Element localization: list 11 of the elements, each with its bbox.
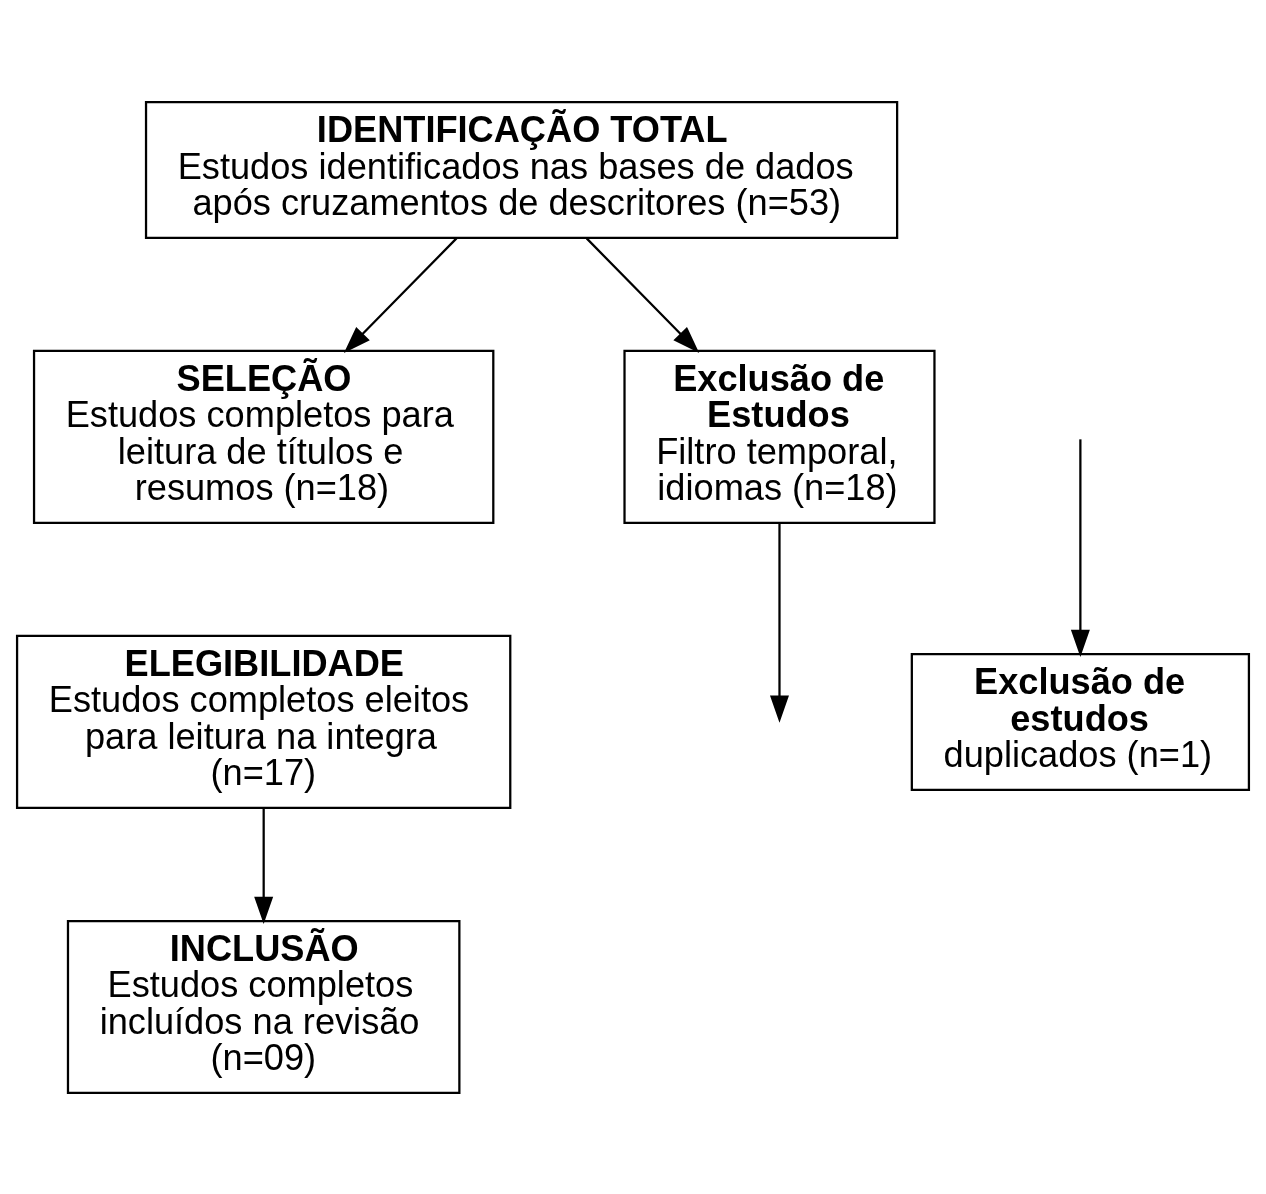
- node-box: Exclusão de estudos duplicados (n=1): [910, 652, 1251, 791]
- arrow: [585, 237, 700, 353]
- node-box: INCLUSÃO Estudos completos incluídos na revisão (n=09): [66, 919, 461, 1094]
- node-box: SELEÇÃO Estudos completos para leitura de títulos e resumos (n=18): [32, 349, 495, 524]
- arrow: [343, 237, 458, 353]
- arrow: [769, 522, 789, 723]
- node-box: Exclusão de Estudos Filtro temporal, idiomas (n=18): [623, 349, 936, 524]
- arrow: [1070, 438, 1090, 657]
- node-box: IDENTIFICAÇÃO TOTAL Estudos identificados nas bases de dados após cruzamentos de descritores (n=53): [144, 100, 899, 239]
- arrow: [254, 807, 274, 924]
- node-box: ELEGIBILIDADE Estudos completos eleitos para leitura na integra (n=17): [15, 634, 512, 809]
